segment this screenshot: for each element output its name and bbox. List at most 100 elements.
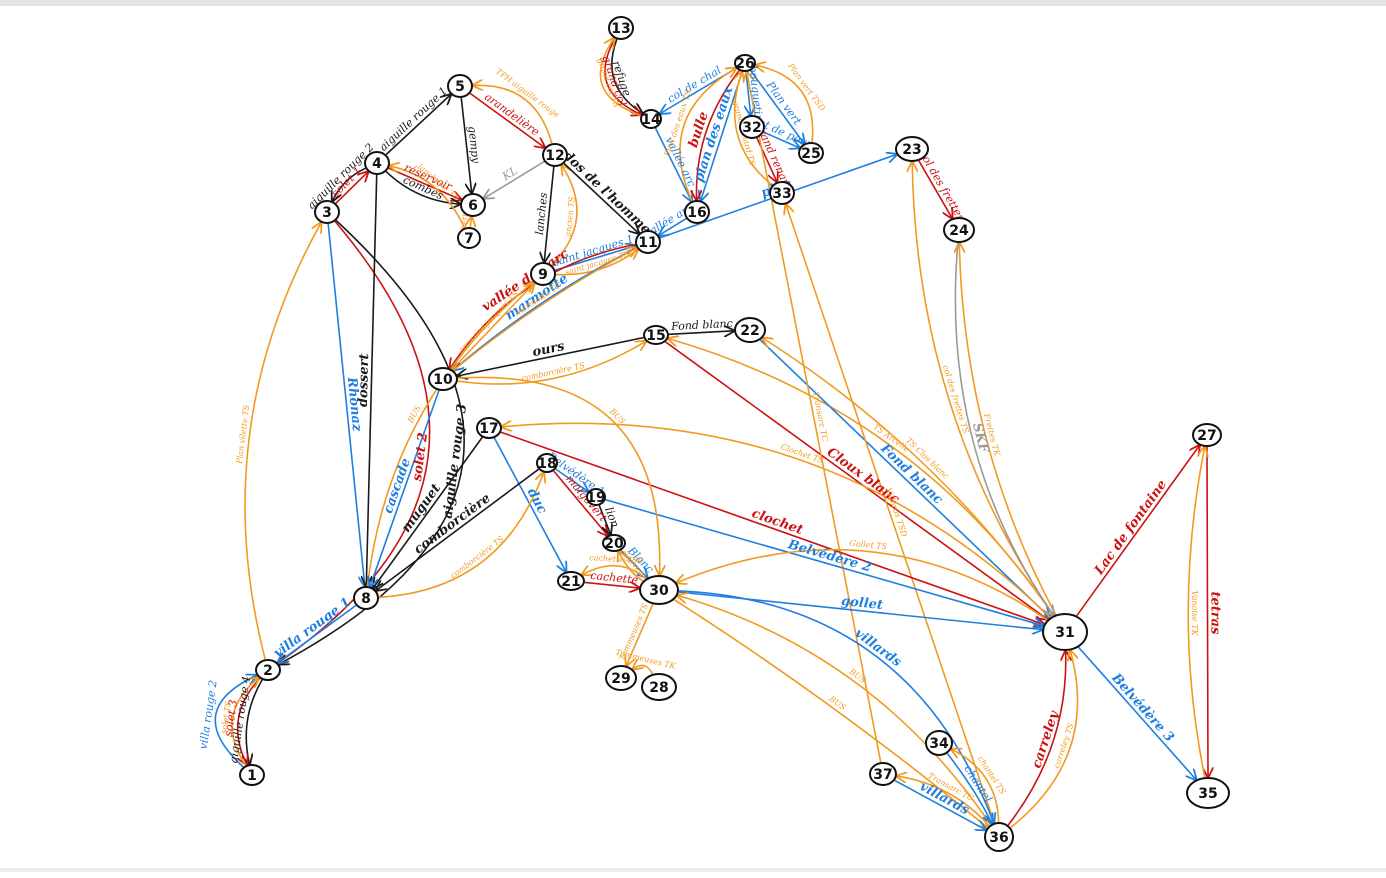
node-label-8: 8 bbox=[361, 591, 371, 607]
node-15: 15 bbox=[643, 325, 669, 345]
node-circle-15 bbox=[643, 325, 669, 345]
node-2: 2 bbox=[255, 659, 281, 681]
edge-label-23-24: col des frettes bbox=[916, 148, 967, 223]
edge-label-21-30: cachette bbox=[590, 569, 639, 587]
node-circle-19 bbox=[586, 488, 606, 506]
node-label-14: 14 bbox=[641, 112, 661, 128]
node-label-30: 30 bbox=[649, 583, 669, 599]
edge-31-30-77 bbox=[677, 548, 1048, 621]
edge-label-2-1: solet 3 bbox=[222, 699, 240, 738]
edge-14-13-42 bbox=[599, 38, 641, 117]
edge-1-2-2 bbox=[214, 675, 256, 768]
node-31: 31 bbox=[1042, 613, 1088, 651]
edge-37-36-91 bbox=[894, 779, 986, 829]
edge-30-31-76 bbox=[678, 591, 1042, 630]
node-label-17: 17 bbox=[479, 421, 498, 437]
node-circle-36 bbox=[984, 822, 1014, 852]
node-circle-23 bbox=[895, 136, 929, 162]
node-circle-2 bbox=[255, 659, 281, 681]
node-circle-3 bbox=[314, 200, 340, 224]
node-label-12: 12 bbox=[545, 148, 564, 164]
edge-label-35-27: Vanoise TK bbox=[1190, 591, 1199, 637]
edge-36-34-89 bbox=[951, 749, 1000, 823]
edge-25-26-51 bbox=[756, 65, 814, 143]
node-28: 28 bbox=[641, 673, 677, 701]
edge-9-12-22 bbox=[551, 165, 578, 266]
edge-35-27-85 bbox=[1187, 447, 1205, 778]
edge-31-22-37 bbox=[763, 338, 1055, 616]
node-label-21: 21 bbox=[561, 574, 580, 590]
edge-10-11-28 bbox=[452, 248, 636, 372]
nodes-layer: 1234567891011121314151617181920212223242… bbox=[239, 16, 1230, 852]
node-label-36: 36 bbox=[989, 830, 1008, 846]
node-circle-21 bbox=[557, 571, 585, 591]
node-circle-9 bbox=[530, 262, 556, 286]
node-circle-6 bbox=[460, 193, 486, 217]
node-33: 33 bbox=[769, 181, 795, 205]
edge-31-23-57 bbox=[912, 162, 1055, 616]
edge-7-6-20 bbox=[470, 217, 471, 227]
node-label-9: 9 bbox=[538, 267, 548, 283]
node-23: 23 bbox=[895, 136, 929, 162]
node-label-11: 11 bbox=[638, 235, 657, 251]
node-32: 32 bbox=[739, 115, 765, 139]
node-circle-32 bbox=[739, 115, 765, 139]
edge-36-31-87 bbox=[1007, 651, 1066, 826]
edge-19-20-69 bbox=[598, 505, 610, 535]
edge-label-4-3: aiguille rouge 2 bbox=[305, 141, 377, 212]
node-6: 6 bbox=[460, 193, 486, 217]
node-circle-10 bbox=[428, 367, 458, 391]
edge-5-12-17 bbox=[469, 92, 545, 147]
edge-30-36-81 bbox=[678, 590, 994, 823]
edge-10-30-78 bbox=[457, 376, 660, 575]
node-18: 18 bbox=[536, 453, 558, 473]
node-circle-14 bbox=[640, 109, 662, 129]
node-14: 14 bbox=[640, 109, 662, 129]
node-25: 25 bbox=[798, 142, 824, 164]
edge-14-16-43 bbox=[654, 127, 692, 201]
edge-7-4-15 bbox=[390, 166, 466, 229]
edge-26-16-46 bbox=[696, 70, 740, 200]
edge-16-11-38 bbox=[659, 217, 687, 236]
edge-34-36-90 bbox=[946, 753, 992, 824]
node-label-2: 2 bbox=[263, 663, 273, 679]
edge-label-26-14: col de chal bbox=[665, 63, 724, 105]
node-30: 30 bbox=[639, 575, 679, 605]
node-label-13: 13 bbox=[611, 21, 630, 37]
edge-label-30-36: villards bbox=[852, 626, 905, 671]
edge-8-2-8 bbox=[278, 604, 357, 663]
edge-label-15-22: Fond blanc bbox=[670, 317, 733, 333]
edge-33-26-52 bbox=[735, 72, 773, 186]
node-circle-4 bbox=[364, 151, 390, 175]
edge-4-8-14 bbox=[366, 174, 378, 586]
node-10: 10 bbox=[428, 367, 458, 391]
edge-2-3-5 bbox=[244, 223, 321, 660]
edge-31-24-58 bbox=[959, 243, 1057, 615]
edge-12-5-18 bbox=[473, 85, 553, 144]
edge-21-30-72 bbox=[584, 582, 639, 588]
node-circle-29 bbox=[605, 665, 637, 691]
node-13: 13 bbox=[608, 16, 634, 40]
edge-36-30-79 bbox=[678, 595, 992, 826]
edges-layer bbox=[214, 38, 1208, 830]
node-circle-33 bbox=[769, 181, 795, 205]
edge-label-4-5: aiguille rouge 1 bbox=[377, 84, 450, 153]
node-label-31: 31 bbox=[1055, 625, 1074, 641]
edge-label-8-9: BUS bbox=[406, 404, 423, 426]
node-label-4: 4 bbox=[372, 156, 382, 172]
node-label-3: 3 bbox=[322, 205, 332, 221]
edge-18-19-66 bbox=[555, 468, 588, 491]
edge-10-9-30 bbox=[451, 283, 534, 371]
edge-31-35-86 bbox=[1078, 646, 1197, 779]
node-circle-30 bbox=[639, 575, 679, 605]
node-16: 16 bbox=[684, 200, 710, 224]
edge-32-25-49 bbox=[763, 131, 800, 148]
edge-4-5-11 bbox=[385, 95, 451, 156]
edge-1-2-3 bbox=[231, 678, 259, 766]
edge-16-26-53 bbox=[679, 68, 736, 202]
node-label-29: 29 bbox=[611, 671, 630, 687]
edge-label-30-36: BUS bbox=[827, 694, 848, 713]
edge-label-31-30: Gollet TS bbox=[849, 539, 888, 552]
node-circle-26 bbox=[734, 54, 756, 72]
node-label-22: 22 bbox=[740, 323, 759, 339]
